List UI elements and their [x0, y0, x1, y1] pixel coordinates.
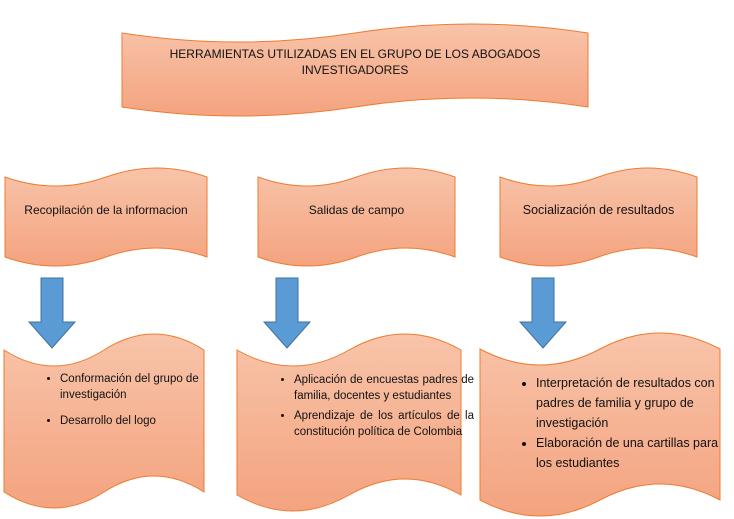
heading-box-salidas — [257, 167, 456, 267]
down-arrow-icon — [262, 277, 312, 349]
detail-box-salidas — [236, 333, 462, 512]
title-text: HERRAMIENTAS UTILIZADAS EN EL GRUPO DE L… — [169, 47, 541, 77]
title-box — [121, 23, 589, 117]
heading-box-recopilacion — [4, 167, 208, 267]
list-item: Conformación del grupo de investigación — [60, 371, 220, 403]
list-recopilacion: Conformación del grupo de investigación … — [38, 371, 220, 433]
down-arrow-icon — [27, 277, 77, 349]
heading-socializacion: Socialización de resultados — [522, 203, 675, 217]
detail-box-socializacion — [479, 332, 721, 517]
heading-box-socializacion — [499, 167, 698, 267]
heading-salidas: Salidas de campo — [308, 203, 405, 217]
list-socializacion: Interpretación de resultados con padres … — [514, 373, 734, 477]
list-item: Desarrollo del logo — [60, 413, 220, 429]
list-item: Elaboración de una cartillas para los es… — [536, 433, 734, 473]
list-item: Aprendizaje de los artículos de la const… — [294, 408, 474, 440]
detail-box-recopilacion — [3, 333, 205, 509]
list-item: Aplicación de encuestas padres de famili… — [294, 372, 474, 404]
list-salidas: Aplicación de encuestas padres de famili… — [272, 372, 474, 444]
list-item: Interpretación de resultados con padres … — [536, 373, 734, 433]
down-arrow-icon — [518, 277, 568, 349]
heading-recopilacion: Recopilación de la informacion — [24, 203, 188, 217]
